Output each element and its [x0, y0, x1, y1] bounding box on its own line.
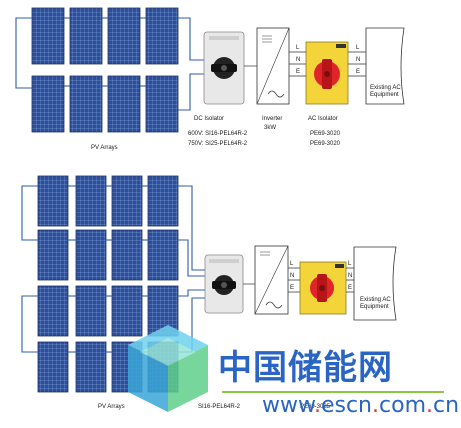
watermark-url-escn: escn: [320, 393, 373, 418]
solar-panel: [69, 75, 103, 133]
ac-isolator-label: AC Isolator: [308, 116, 338, 122]
solar-panel: [69, 7, 103, 65]
solar-panel: [75, 175, 107, 227]
ac-wiring-top: [244, 51, 366, 77]
line-n-top: N: [296, 57, 301, 63]
solar-panel: [111, 229, 143, 281]
string-wire: [21, 185, 38, 241]
watermark-url-com: com: [379, 393, 427, 418]
pv-array-top: [31, 7, 179, 133]
string-wire: [178, 239, 205, 277]
inverter-bottom: [254, 245, 289, 315]
dc-isolator-model-600v: 600V: SI16-PEL64R-2: [188, 131, 248, 137]
line-n-bottom: N: [290, 273, 295, 279]
string-wire: [178, 289, 205, 297]
existing-ac-equipment-bottom: [353, 246, 397, 321]
solar-panel: [147, 175, 179, 227]
solar-panel: [37, 175, 69, 227]
watermark-cube-logo: [128, 325, 208, 412]
existing-ac-equipment-label-bottom: Equipment: [360, 304, 389, 310]
line-e-top: E: [296, 69, 301, 75]
solar-panel: [107, 7, 141, 65]
solar-panel: [75, 341, 107, 393]
line-l-bottom-2: L: [348, 261, 352, 267]
existing-ac-label-top: Existing AC: [370, 85, 401, 91]
line-e-bottom: E: [290, 285, 295, 291]
line-l-top-2: L: [356, 45, 360, 51]
solar-panel: [75, 229, 107, 281]
solar-panel: [107, 75, 141, 133]
watermark-url-www: www: [262, 393, 314, 418]
ac-isolator-bottom: [299, 261, 347, 315]
solar-panel: [37, 229, 69, 281]
dc-isolator-model-750v: 750V: SI25-PEL64R-2: [188, 141, 248, 147]
solar-panel: [31, 7, 65, 65]
ac-wiring-bottom: [243, 267, 354, 293]
dc-isolator-bottom: [204, 254, 244, 314]
dc-isolator-model-bottom: SI16-PEL64R-2: [198, 404, 241, 410]
string-wire: [15, 17, 32, 89]
existing-ac-equipment-label-top: Equipment: [370, 92, 399, 98]
string-wire: [21, 295, 38, 353]
line-n-top-2: N: [356, 57, 361, 63]
watermark-url-dot: .: [313, 393, 321, 418]
line-l-top: L: [296, 45, 300, 51]
watermark-site-name: 中国储能网: [218, 348, 393, 388]
string-wire: [178, 17, 204, 61]
watermark-url: www.escn.com.cn: [262, 393, 459, 418]
solar-panel: [37, 341, 69, 393]
line-n-bottom-2: N: [348, 273, 353, 279]
inverter-top: [256, 27, 290, 105]
existing-ac-label-bottom: Existing AC: [360, 297, 391, 303]
dc-isolator-label: DC Isolator: [194, 116, 225, 122]
solar-panel: [75, 285, 107, 337]
pv-arrays-label-top: PV Arrays: [91, 145, 118, 151]
solar-panel: [145, 75, 179, 133]
inverter-rating: 3kW: [264, 125, 276, 131]
watermark-url-dot: .: [426, 393, 434, 418]
ac-isolator-model-1: PE69-3020: [310, 131, 341, 137]
line-e-bottom-2: E: [348, 285, 353, 291]
line-e-top-2: E: [356, 69, 361, 75]
dc-isolator-top: [203, 31, 245, 105]
watermark-url-dot: .: [372, 393, 380, 418]
ac-isolator-model-bottom: PE69-3025: [300, 404, 331, 410]
line-l-bottom: L: [290, 261, 294, 267]
solar-panel: [37, 285, 69, 337]
solar-panel: [145, 7, 179, 65]
watermark-url-cn: cn: [433, 393, 460, 418]
ac-isolator-top: [305, 41, 349, 105]
pv-arrays-label-bottom: PV Arrays: [98, 404, 125, 410]
ac-isolator-model-2: PE69-3020: [310, 141, 341, 147]
solar-panel: [111, 285, 143, 337]
string-wire: [178, 73, 204, 111]
dc-string-wiring-top: [15, 17, 204, 111]
string-wire: [178, 185, 205, 271]
existing-ac-equipment-top: [365, 27, 405, 105]
solar-panel: [147, 229, 179, 281]
solar-panel: [31, 75, 65, 133]
solar-panel: [111, 175, 143, 227]
inverter-label: Inverter: [262, 116, 283, 122]
